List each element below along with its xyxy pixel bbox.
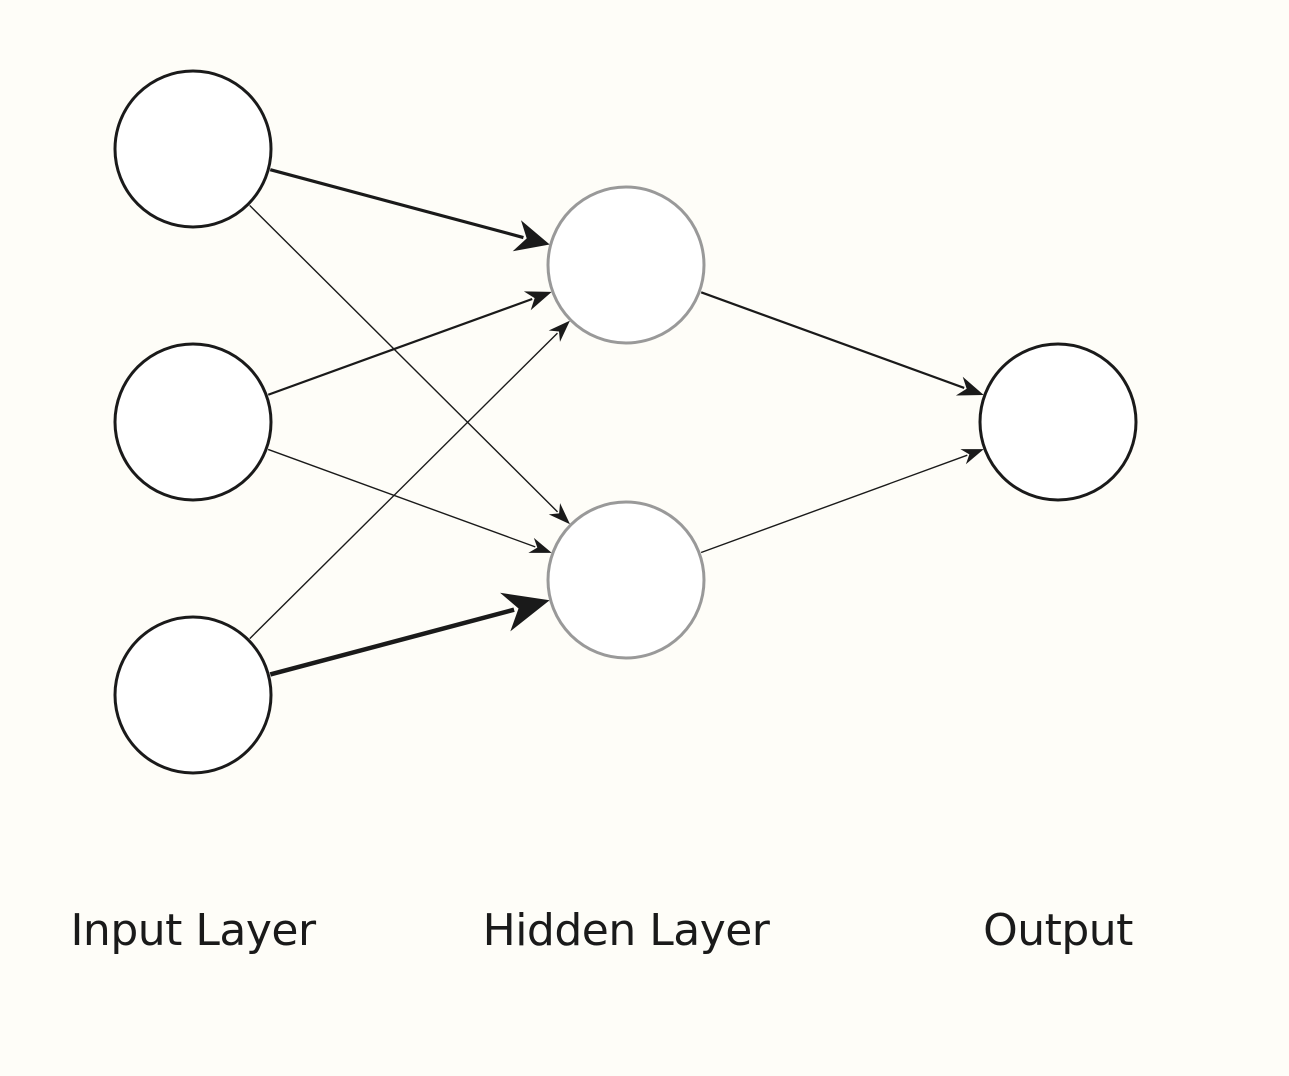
- edge-input-2-to-hidden-0: [249, 332, 558, 640]
- arrowheads-group: [500, 220, 984, 632]
- edge-input-1-to-hidden-1: [267, 448, 536, 548]
- arrowhead-input-0-to-hidden-0: [512, 220, 550, 252]
- edges-group: [249, 168, 968, 677]
- hidden-node-1: [546, 185, 706, 345]
- output-node-1: [978, 342, 1138, 502]
- arrowhead-input-0-to-hidden-1: [548, 503, 571, 525]
- nodes-group: [113, 69, 1138, 775]
- input-node-3: [113, 615, 273, 775]
- input-layer-label: Input Layer: [70, 905, 316, 956]
- edge-input-2-to-hidden-1: [269, 607, 515, 677]
- edge-input-0-to-hidden-0: [269, 168, 524, 240]
- arrowhead-input-1-to-hidden-0: [523, 291, 552, 311]
- hidden-node-2: [546, 500, 706, 660]
- hidden-layer-label: Hidden Layer: [482, 905, 770, 956]
- output-layer-label: Output: [983, 905, 1133, 956]
- input-node-2: [113, 342, 273, 502]
- arrowhead-hidden-1-to-output-0: [960, 449, 984, 465]
- input-node-1: [113, 69, 273, 229]
- arrowhead-input-1-to-hidden-1: [528, 537, 552, 553]
- edge-input-0-to-hidden-1: [249, 204, 559, 513]
- arrowhead-hidden-0-to-output-0: [955, 376, 984, 396]
- arrowhead-input-2-to-hidden-1: [500, 592, 550, 632]
- edge-input-1-to-hidden-0: [267, 297, 533, 396]
- edge-hidden-0-to-output-0: [700, 291, 965, 389]
- edge-hidden-1-to-output-0: [700, 454, 968, 554]
- arrowhead-input-2-to-hidden-0: [548, 320, 570, 342]
